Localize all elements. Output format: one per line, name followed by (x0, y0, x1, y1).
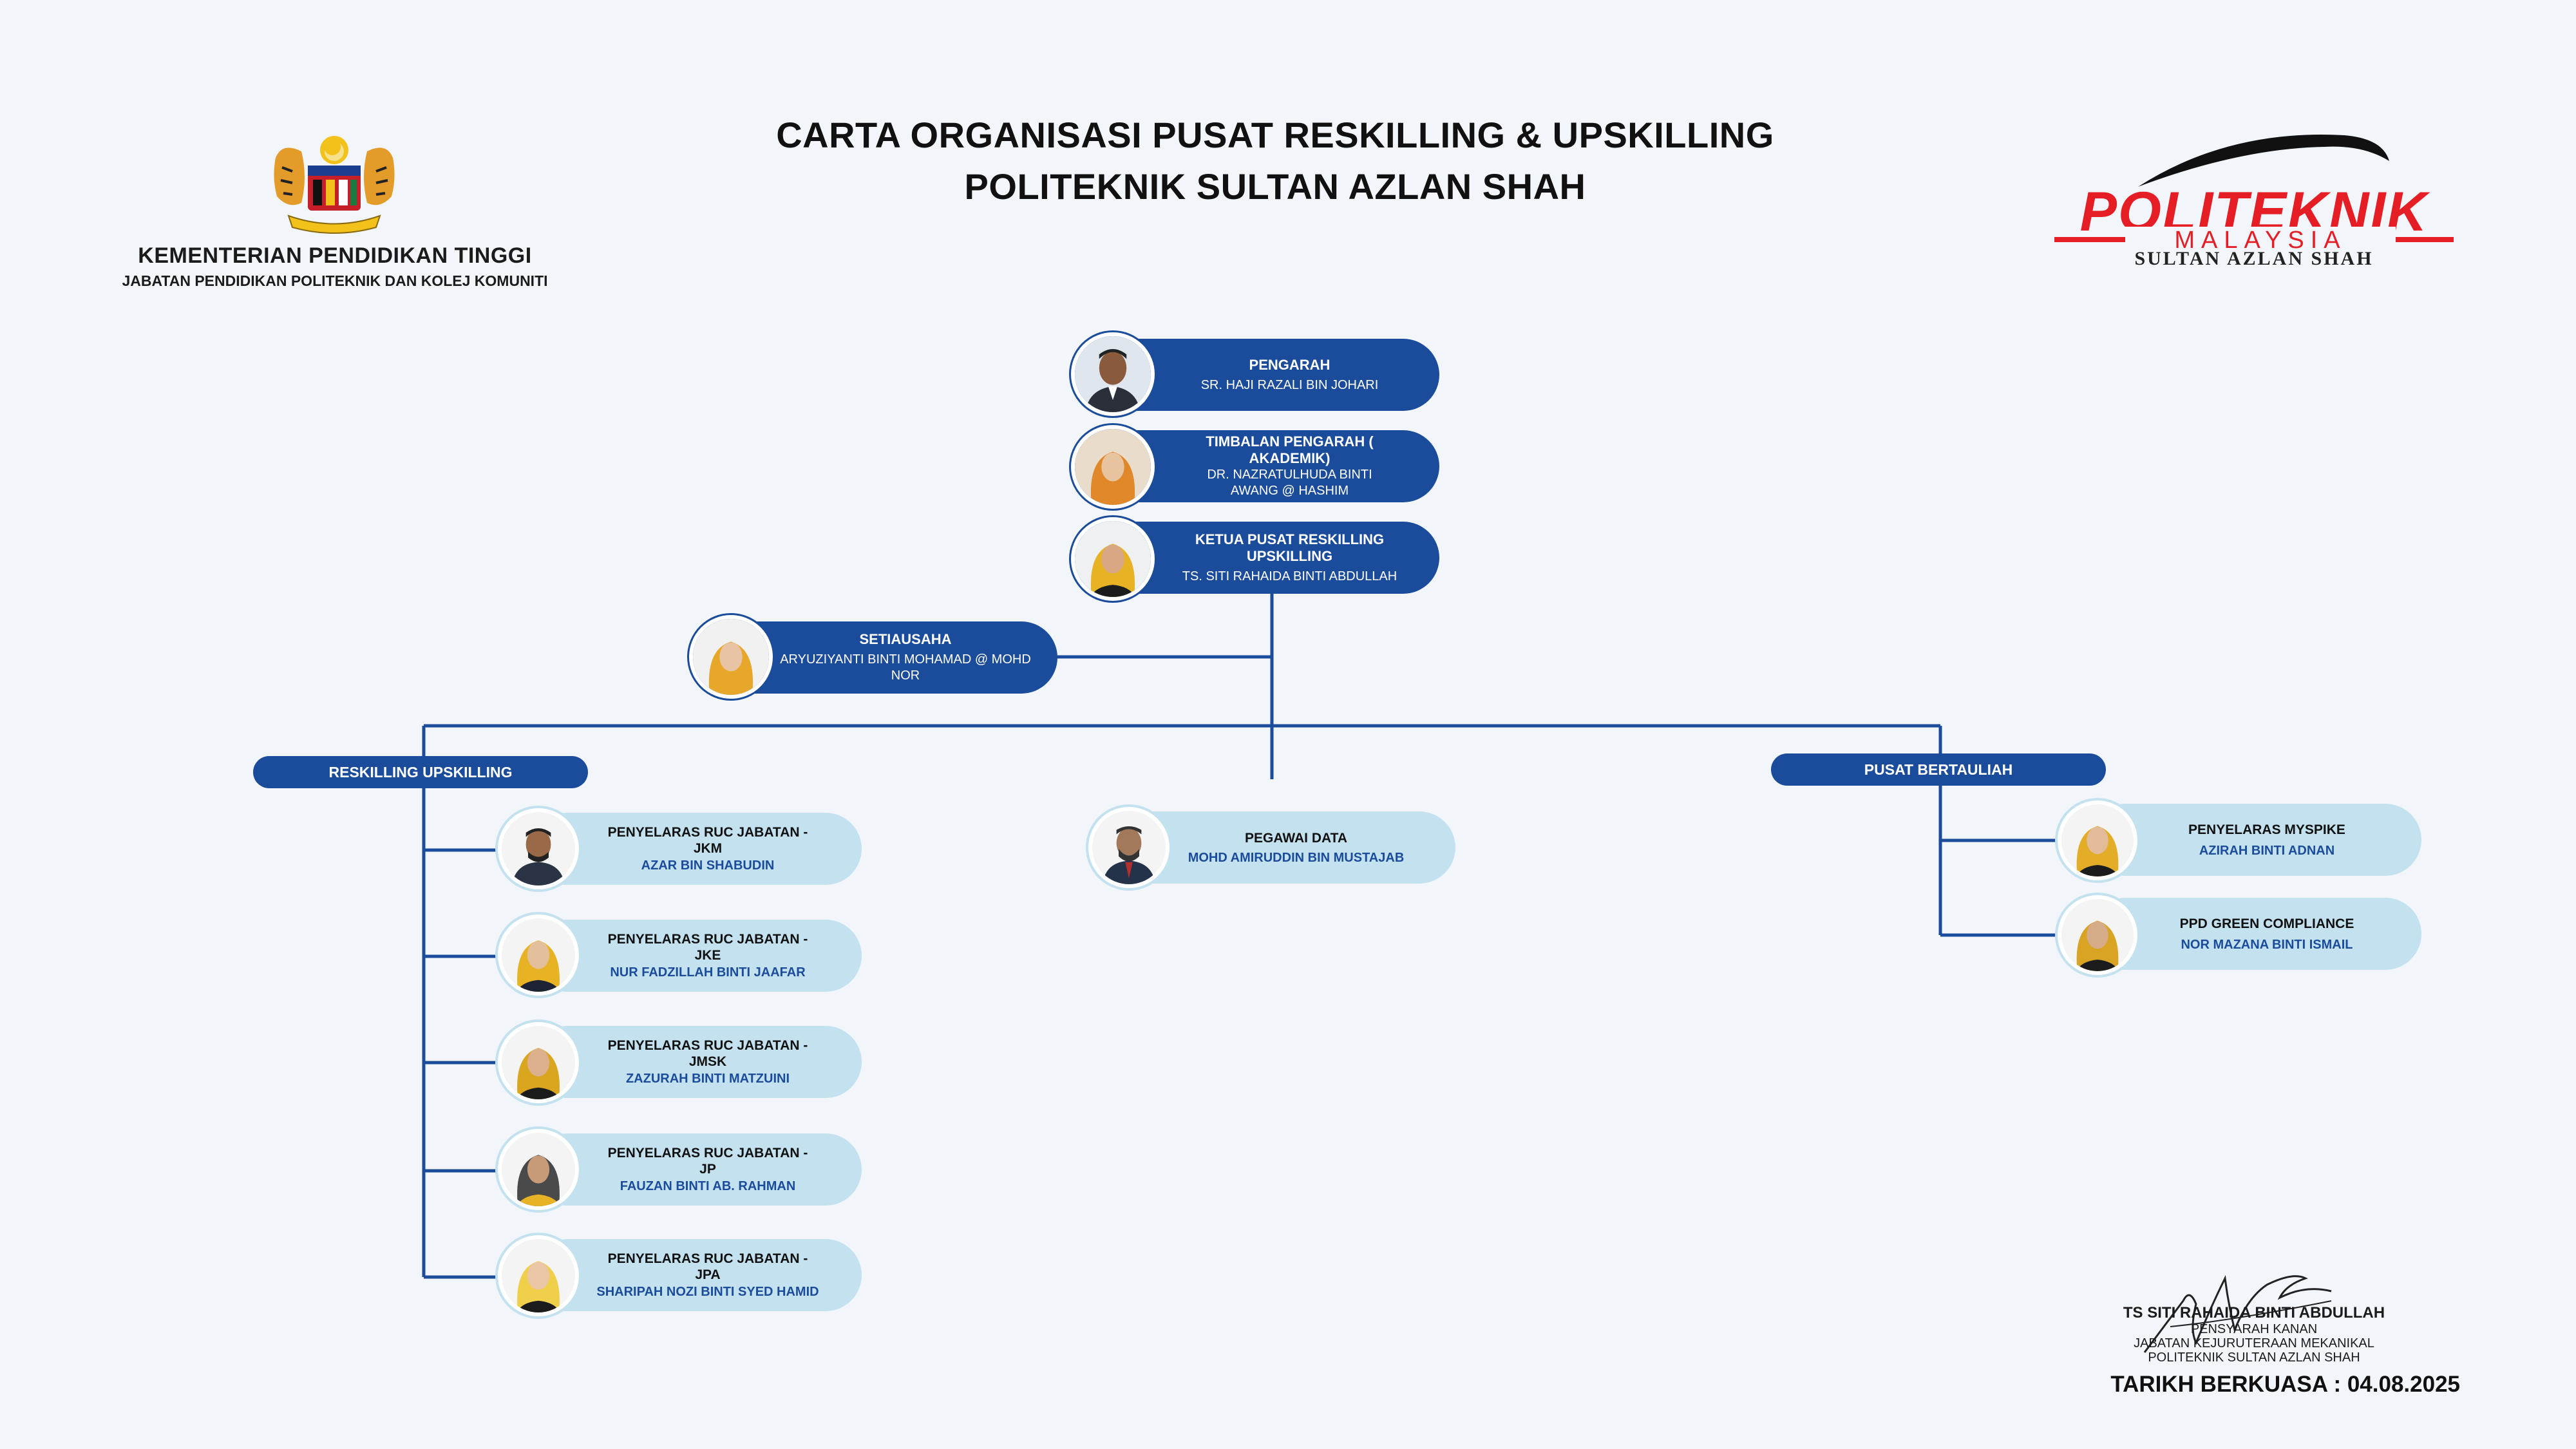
signature-block: TS SITI RAHAIDA BINTI ABDULLAH PENSYARAH… (2087, 1304, 2421, 1365)
card-name: NUR FADZILLAH BINTI JAAFAR (610, 965, 806, 980)
avatar-ppd-green-compliance (2058, 895, 2137, 975)
card-name: DR. NAZRATULHUDA BINTI AWANG @ HASHIM (1207, 468, 1372, 498)
signatory-department: JABATAN KEJURUTERAAN MEKANIKAL (2134, 1336, 2374, 1350)
card-ppd-green-compliance: PPD GREEN COMPLIANCE NOR MAZANA BINTI IS… (2099, 898, 2421, 970)
signatory-name: TS SITI RAHAIDA BINTI ABDULLAH (2123, 1304, 2385, 1321)
card-role: SETIAUSAHA (859, 631, 952, 647)
signatory-title: PENSYARAH KANAN (2190, 1322, 2318, 1336)
card-name: ZAZURAH BINTI MATZUINI (625, 1072, 790, 1086)
avatar-pengarah (1071, 332, 1155, 416)
section-pusat-bertauliah: PUSAT BERTAULIAH (1771, 753, 2106, 786)
card-name: AZIRAH BINTI ADNAN (2199, 843, 2335, 858)
card-role: PENYELARAS RUC JABATAN - JKE (607, 932, 808, 963)
avatar-pegawai-data (1088, 807, 1170, 888)
politeknik-logo: POLITEKNIK MALAYSIA SULTAN AZLAN SHAH (2054, 122, 2467, 277)
avatar-ketua (1071, 517, 1155, 601)
title-line-1: CARTA ORGANISASI PUSAT RESKILLING & UPSK… (776, 115, 1774, 155)
signature-icon (2143, 1274, 2332, 1353)
card-setiausaha: SETIAUSAHA ARYUZIYANTI BINTI MOHAMAD @ M… (715, 621, 1057, 694)
card-role: PENGARAH (1249, 356, 1331, 373)
card-name: TS. SITI RAHAIDA BINTI ABDULLAH (1182, 569, 1397, 583)
title-line-2: POLITEKNIK SULTAN AZLAN SHAH (964, 166, 1586, 207)
card-role: PEGAWAI DATA (1244, 830, 1348, 846)
card-role: PENYELARAS RUC JABATAN - JPA (607, 1251, 808, 1282)
card-ruc-jmsk: PENYELARAS RUC JABATAN - JMSK ZAZURAH BI… (541, 1026, 862, 1098)
card-name: AZAR BIN SHABUDIN (641, 858, 775, 873)
card-role: KETUA PUSAT RESKILLING UPSKILLING (1195, 531, 1385, 564)
avatar-setiausaha (689, 615, 773, 699)
card-name: NOR MAZANA BINTI ISMAIL (2181, 937, 2353, 952)
card-ruc-jke: PENYELARAS RUC JABATAN - JKE NUR FADZILL… (541, 920, 862, 992)
card-name: FAUZAN BINTI AB. RAHMAN (620, 1179, 796, 1193)
card-role: PPD GREEN COMPLIANCE (2179, 916, 2354, 931)
avatar-ruc-jpa (498, 1235, 579, 1316)
ministry-block: KEMENTERIAN PENDIDIKAN TINGGI JABATAN PE… (64, 243, 605, 290)
avatar-ruc-jmsk (498, 1022, 579, 1103)
avatar-ruc-jkm (498, 808, 579, 889)
card-penyelaras-myspike: PENYELARAS MYSPIKE AZIRAH BINTI ADNAN (2099, 804, 2421, 876)
card-role: PENYELARAS RUC JABATAN - JMSK (607, 1038, 808, 1069)
avatar-ruc-jp (498, 1129, 579, 1210)
chart-title: CARTA ORGANISASI PUSAT RESKILLING & UPSK… (708, 109, 1842, 213)
card-ruc-jkm: PENYELARAS RUC JABATAN - JKM AZAR BIN SH… (541, 813, 862, 885)
department-name: JABATAN PENDIDIKAN POLITEKNIK DAN KOLEJ … (122, 272, 548, 289)
avatar-penyelaras-myspike (2058, 800, 2137, 880)
logo-campus: SULTAN AZLAN SHAH (2134, 248, 2374, 269)
malaysia-coat-of-arms-icon (263, 132, 406, 235)
card-role: PENYELARAS RUC JABATAN - JKM (607, 825, 808, 856)
section-reskilling-upskilling: RESKILLING UPSKILLING (253, 756, 588, 788)
card-ruc-jpa: PENYELARAS RUC JABATAN - JPA SHARIPAH NO… (541, 1239, 862, 1311)
logo-country: MALAYSIA (2125, 227, 2396, 254)
card-name: ARYUZIYANTI BINTI MOHAMAD @ MOHD NOR (780, 652, 1031, 683)
logo-swoosh-icon (2138, 135, 2389, 187)
card-role: PENYELARAS RUC JABATAN - JP (607, 1146, 808, 1177)
avatar-timbalan-pengarah (1071, 425, 1155, 509)
signatory-institution: POLITEKNIK SULTAN AZLAN SHAH (2148, 1350, 2360, 1365)
card-pegawai-data: PEGAWAI DATA MOHD AMIRUDDIN BIN MUSTAJAB (1124, 811, 1455, 884)
avatar-ruc-jke (498, 914, 579, 996)
card-name: SR. HAJI RAZALI BIN JOHARI (1200, 377, 1379, 392)
card-ruc-jp: PENYELARAS RUC JABATAN - JP FAUZAN BINTI… (541, 1133, 862, 1206)
card-role: PENYELARAS MYSPIKE (2188, 822, 2345, 837)
card-role: TIMBALAN PENGARAH ( AKADEMIK) (1206, 433, 1374, 466)
ministry-name: KEMENTERIAN PENDIDIKAN TINGGI (138, 243, 532, 268)
card-name: MOHD AMIRUDDIN BIN MUSTAJAB (1188, 850, 1405, 865)
card-name: SHARIPAH NOZI BINTI SYED HAMID (596, 1285, 819, 1299)
effective-date: TARIKH BERKUASA : 04.08.2025 (2110, 1372, 2460, 1397)
